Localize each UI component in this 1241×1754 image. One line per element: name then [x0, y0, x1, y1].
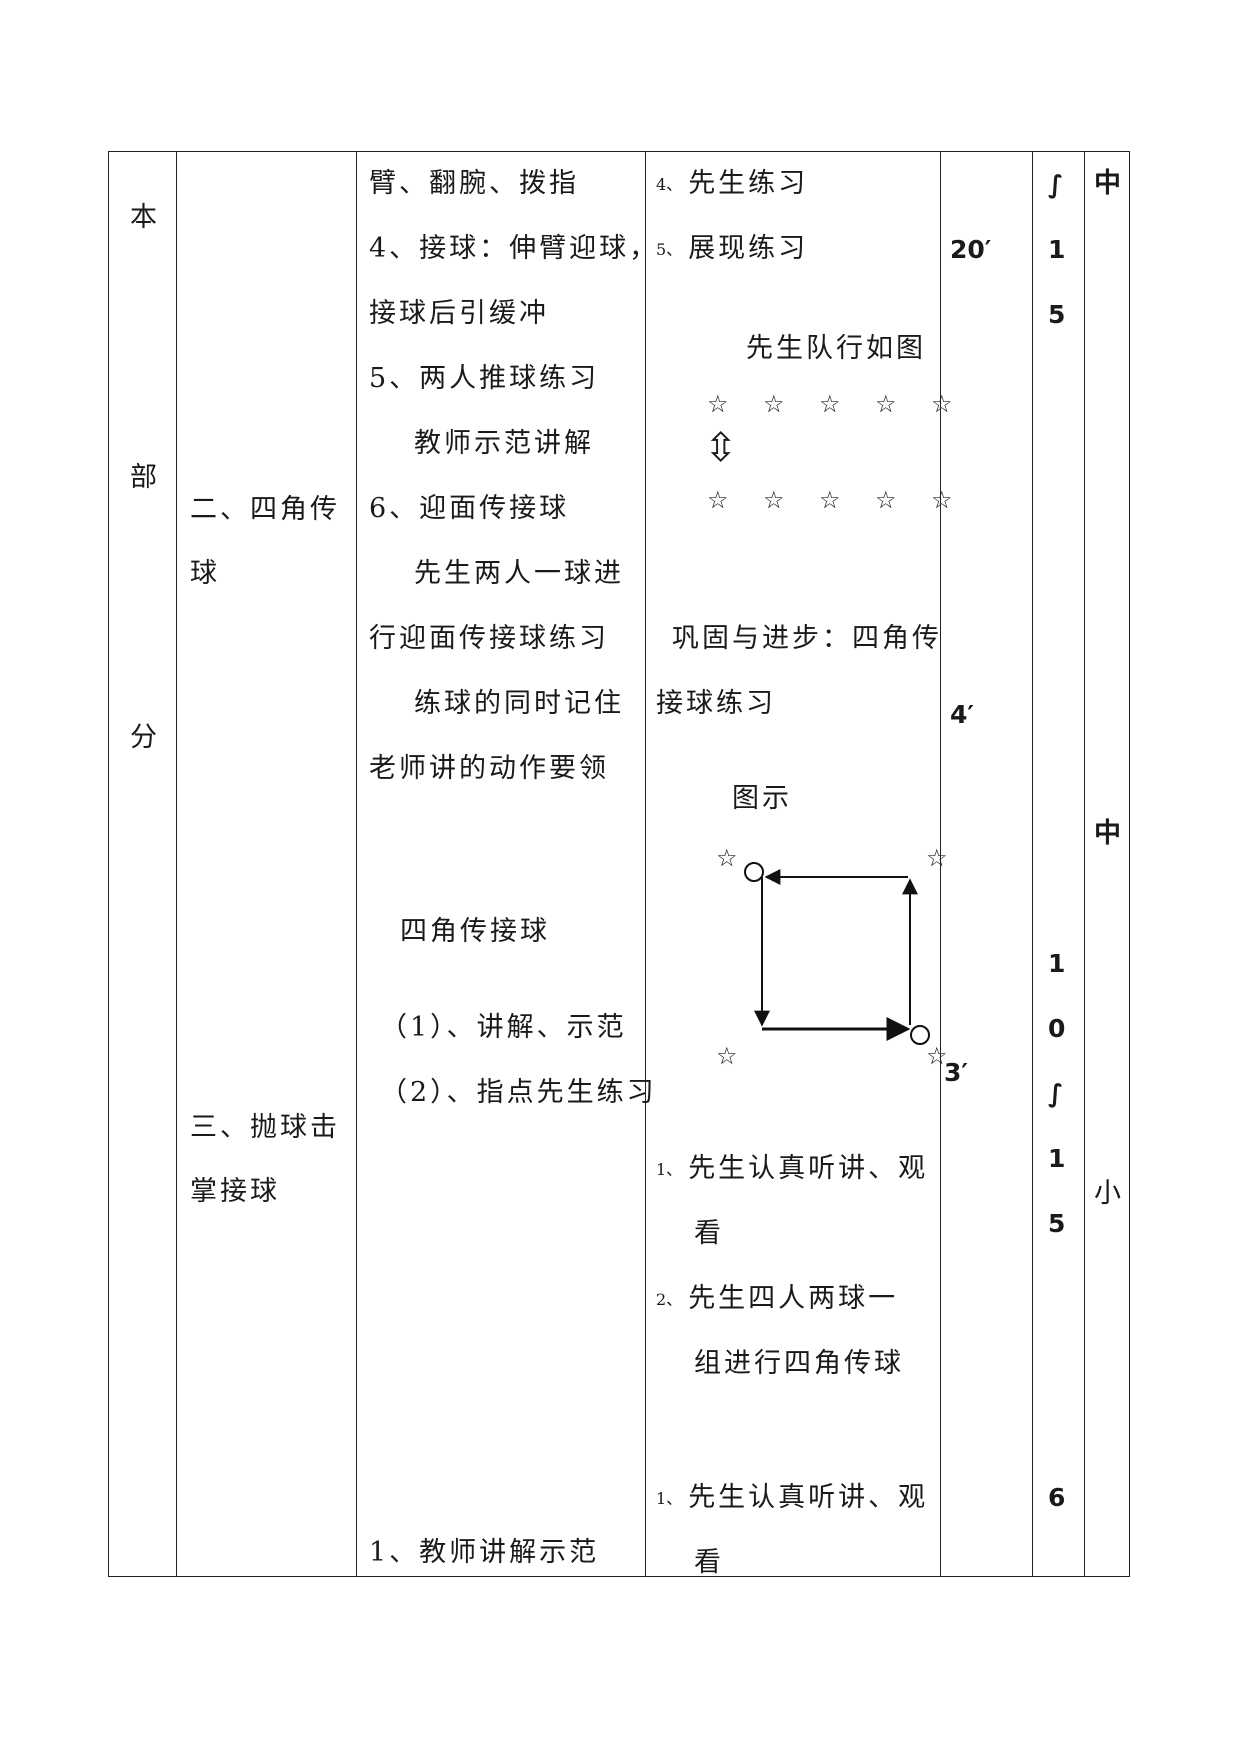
activity-text: 先生练习: [688, 168, 809, 199]
method-step: （1）、讲解、示范: [380, 1012, 627, 1043]
student-star-icon: ☆: [819, 390, 841, 418]
student-star-icon: ☆: [931, 390, 953, 418]
method-line: 5、两人推球练习: [369, 363, 600, 394]
method-line: 行迎面传接球练习: [369, 623, 609, 654]
count-char: 1: [1048, 1144, 1066, 1173]
col-divider: [356, 151, 357, 1577]
student-star-icon: ☆: [931, 486, 953, 514]
activity-num: 5、: [656, 239, 683, 259]
col-divider: [1032, 151, 1033, 1577]
count-char: 0: [1048, 1014, 1066, 1043]
activity-text: 展现练习: [688, 233, 809, 264]
up-down-arrow-icon: ⇳: [704, 425, 738, 471]
student-star-icon: ☆: [875, 390, 897, 418]
content-title: 三、抛球击: [190, 1112, 340, 1143]
count-char: ∫: [1048, 170, 1064, 199]
corner-star-icon: ☆: [716, 844, 738, 872]
activity-num: 2、: [656, 1289, 683, 1309]
method-line: 接球后引缓冲: [369, 298, 549, 329]
corner-star-icon: ☆: [926, 844, 948, 872]
corner-star-icon: ☆: [716, 1042, 738, 1070]
count-char: 5: [1048, 300, 1066, 329]
lesson-table: [108, 151, 1130, 1577]
student-star-icon: ☆: [707, 390, 729, 418]
four-corner-diagram: [744, 862, 930, 1045]
activity-line: 1、先生认真听讲、观: [656, 1480, 928, 1517]
activity-line: 看: [694, 1218, 724, 1249]
time-value: 3′: [944, 1058, 968, 1087]
intensity-char: 中: [1094, 818, 1124, 849]
count-char: 1: [1048, 235, 1066, 264]
method-line: 6、迎面传接球: [369, 493, 570, 524]
activity-line: 4、先生练习: [656, 166, 808, 203]
intensity-char: 中: [1094, 168, 1124, 199]
student-star-icon: ☆: [819, 486, 841, 514]
pass-path: [754, 869, 918, 1041]
student-star-icon: ☆: [707, 486, 729, 514]
content-title: 掌接球: [190, 1176, 280, 1207]
time-value: 20′: [950, 235, 992, 264]
col-divider: [1084, 151, 1085, 1577]
activity-line: 巩固与进步：四角传: [672, 623, 942, 654]
activity-line: 组进行四角传球: [694, 1348, 904, 1379]
activity-num: 1、: [656, 1159, 683, 1179]
count-char: 1: [1048, 949, 1066, 978]
col-divider: [940, 151, 941, 1577]
content-title: 二、四角传: [190, 494, 340, 525]
method-line: 1、教师讲解示范: [369, 1537, 600, 1568]
activity-line: 1、先生认真听讲、观: [656, 1151, 928, 1188]
activity-text: 先生认真听讲、观: [688, 1153, 929, 1184]
ball-icon: [744, 862, 764, 882]
activity-num: 4、: [656, 174, 683, 194]
formation-caption: 先生队行如图: [746, 333, 926, 364]
diagram-caption: 图示: [732, 783, 792, 814]
col-divider: [645, 151, 646, 1577]
method-line: 4、接球：伸臂迎球，: [369, 233, 660, 264]
section-char: 本: [130, 202, 160, 233]
activity-line: 2、先生四人两球一: [656, 1281, 898, 1318]
student-star-icon: ☆: [875, 486, 897, 514]
student-star-icon: ☆: [763, 486, 785, 514]
ball-icon: [910, 1025, 930, 1045]
count-char: ∫: [1048, 1079, 1064, 1108]
activity-text: 先生认真听讲、观: [688, 1482, 929, 1513]
activity-line: 看: [694, 1547, 724, 1578]
section-char: 分: [130, 722, 160, 753]
student-star-icon: ☆: [763, 390, 785, 418]
count-char: 5: [1048, 1209, 1066, 1238]
activity-text: 先生四人两球一: [688, 1283, 899, 1314]
method-subtitle: 四角传接球: [400, 916, 550, 947]
intensity-char: 小: [1094, 1178, 1124, 1209]
method-line: 先生两人一球进: [414, 558, 624, 589]
section-char: 部: [130, 462, 160, 493]
corner-star-icon: ☆: [926, 1042, 948, 1070]
activity-num: 1、: [656, 1488, 683, 1508]
time-value: 4′: [950, 700, 974, 729]
activity-line: 接球练习: [656, 688, 776, 719]
method-line: 教师示范讲解: [414, 428, 594, 459]
count-char: 6: [1048, 1483, 1066, 1512]
method-line: 老师讲的动作要领: [369, 753, 609, 784]
method-step: （2）、指点先生练习: [380, 1077, 657, 1108]
col-divider: [176, 151, 177, 1577]
activity-line: 5、展现练习: [656, 231, 808, 268]
content-title: 球: [190, 558, 220, 589]
method-line: 练球的同时记住: [414, 688, 624, 719]
method-line: 臂、翻腕、拨指: [369, 168, 579, 199]
